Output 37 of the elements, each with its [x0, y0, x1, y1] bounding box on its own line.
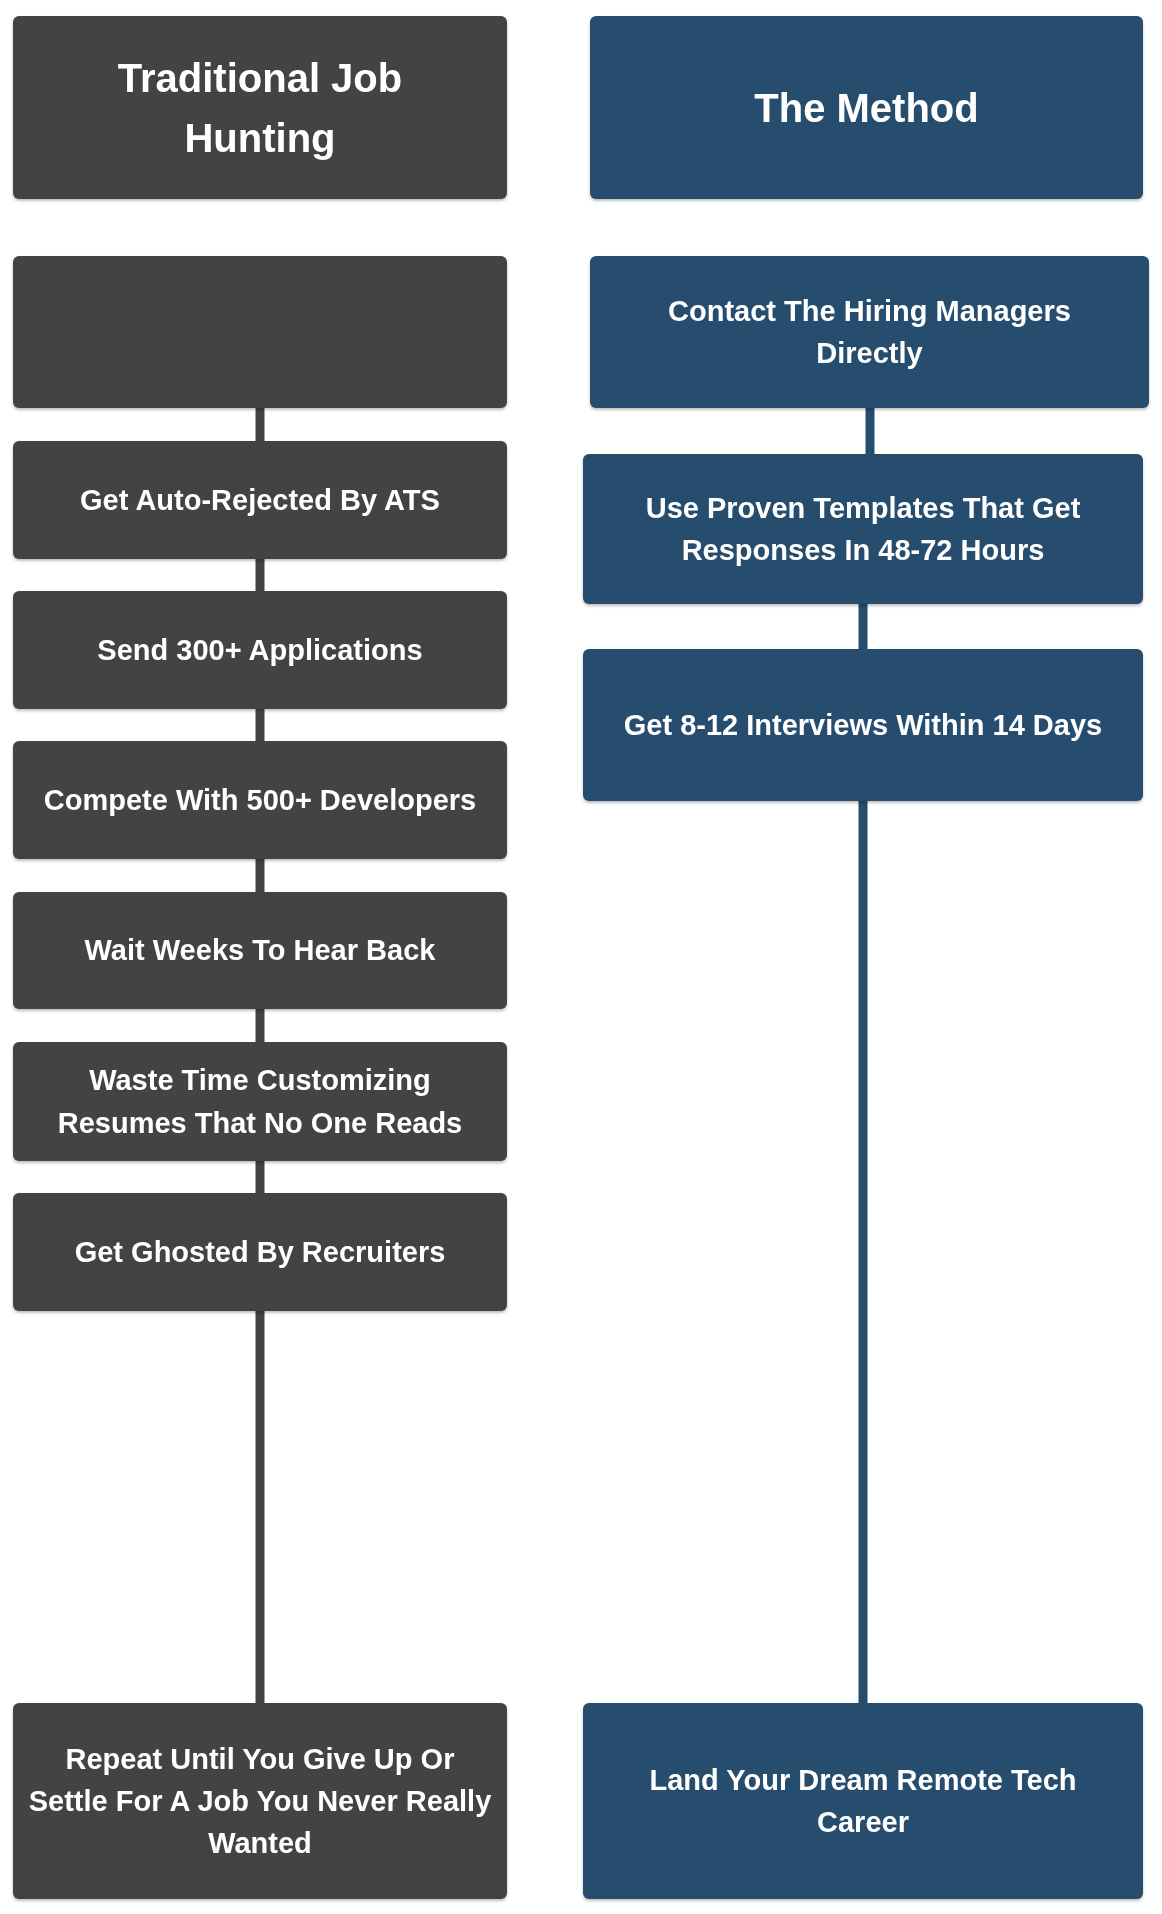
step-box: [13, 741, 507, 859]
step-text: Compete With 500+ Developers: [43, 782, 477, 818]
step-text: Repeat Until You Give Up Or Settle For A Job You Never Really Wanted: [27, 1741, 493, 1861]
connector-line: [865, 408, 875, 454]
step-text: Waste Time Customizing Resumes That No One Reads: [56, 1063, 464, 1141]
step-box: [13, 441, 507, 559]
step-box: [13, 892, 507, 1009]
step-box: [13, 1703, 507, 1899]
connector-line: [858, 801, 868, 1703]
connector-line: [255, 859, 265, 892]
column-header: [13, 16, 507, 199]
step-box: [583, 1703, 1143, 1899]
connector-line: [255, 1009, 265, 1042]
step-box: [13, 1042, 507, 1161]
header-text: The Method: [754, 84, 979, 132]
step-text: Send 300+ Applications: [97, 632, 423, 668]
step-box: [13, 591, 507, 709]
step-text: Get 8-12 Interviews Within 14 Days: [623, 707, 1103, 743]
column-header: [590, 16, 1143, 199]
step-text: Use Proven Templates That Get Responses In 48-72 Hours: [644, 490, 1082, 568]
step-box: [13, 1193, 507, 1311]
step-box: [13, 256, 507, 408]
step-box: [583, 454, 1143, 604]
step-text: Land Your Dream Remote Tech Career: [648, 1762, 1078, 1840]
connector-line: [255, 1311, 265, 1703]
connector-line: [255, 408, 265, 441]
connector-line: [858, 604, 868, 649]
step-text: Get Auto-Rejected By ATS: [80, 482, 440, 518]
step-text: Get Ghosted By Recruiters: [74, 1234, 446, 1270]
connector-line: [255, 559, 265, 591]
step-text: Wait Weeks To Hear Back: [84, 933, 436, 969]
header-text: Traditional Job Hunting: [116, 54, 404, 162]
step-box: [583, 649, 1143, 801]
step-text: Contact The Hiring Managers Directly: [667, 293, 1072, 371]
step-box: [590, 256, 1149, 408]
connector-line: [255, 709, 265, 741]
connector-line: [255, 1161, 265, 1193]
